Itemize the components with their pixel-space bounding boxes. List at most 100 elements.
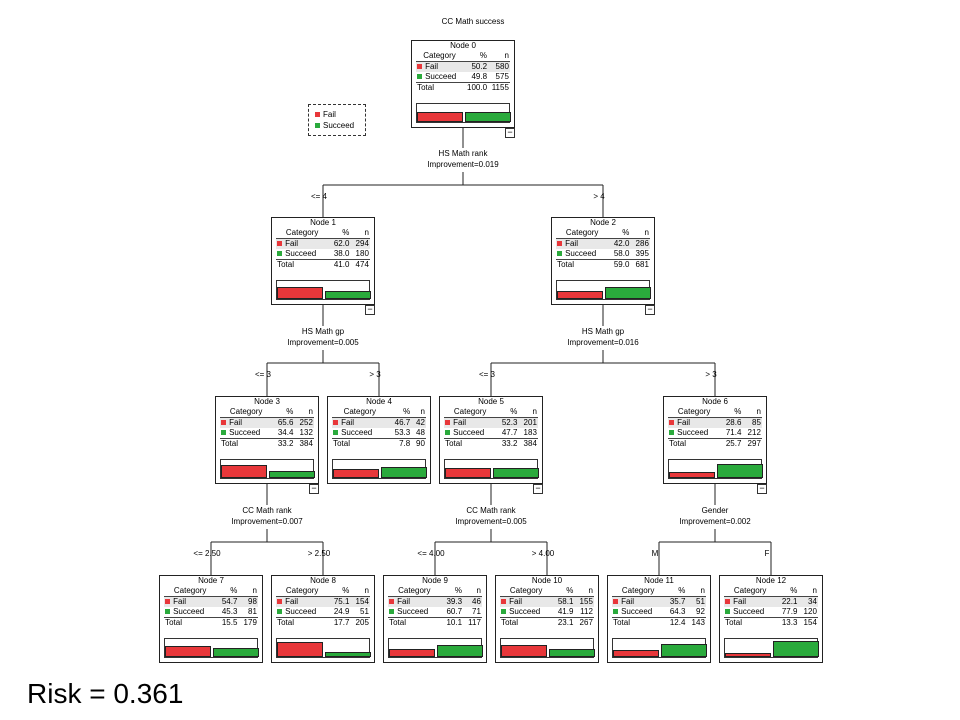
succeed-bar xyxy=(269,471,315,478)
fail-bar xyxy=(613,650,659,657)
fail-label: Fail xyxy=(677,418,690,427)
total-pct: 33.2 xyxy=(277,439,294,448)
total-pct: 13.3 xyxy=(781,618,798,627)
succeed-label: Succeed xyxy=(565,249,597,258)
fail-pct: 62.0 xyxy=(328,238,351,249)
succeed-n: 112 xyxy=(574,607,594,618)
node-label: Node 1 xyxy=(310,218,336,227)
node-label: Node 8 xyxy=(310,576,336,585)
succeed-bar xyxy=(381,467,427,478)
succeed-bar xyxy=(437,645,483,657)
node-label: Node 11 xyxy=(644,576,674,585)
fail-label: Fail xyxy=(509,597,522,606)
pct-header: % xyxy=(328,228,351,239)
fail-bar xyxy=(165,646,211,657)
succeed-bar xyxy=(325,291,371,299)
fail-label: Fail xyxy=(229,418,242,427)
succeed-label: Succeed xyxy=(285,607,317,616)
succeed-label: Succeed xyxy=(341,428,373,437)
succeed-pct: 49.8 xyxy=(462,72,489,83)
collapse-toggle-icon[interactable]: − xyxy=(645,305,655,315)
succeed-swatch-icon xyxy=(333,430,339,436)
n-header: n xyxy=(238,586,258,597)
n-header: n xyxy=(411,407,426,418)
node-label: Node 6 xyxy=(702,397,728,406)
fail-pct: 46.7 xyxy=(387,417,412,428)
fail-pct: 42.0 xyxy=(608,238,631,249)
succeed-n: 81 xyxy=(238,607,258,618)
node-bar-chart xyxy=(612,638,707,658)
fail-swatch-icon xyxy=(333,420,339,426)
fail-swatch-icon xyxy=(501,599,507,605)
branch-label: > 4.00 xyxy=(531,549,555,558)
split-improvement: Improvement=0.019 xyxy=(427,160,499,169)
collapse-toggle-icon[interactable]: − xyxy=(365,305,375,315)
fail-swatch-icon xyxy=(277,599,283,605)
total-label: Total xyxy=(277,618,294,627)
total-label: Total xyxy=(333,439,350,448)
branch-label: M xyxy=(651,549,659,558)
collapse-toggle-icon[interactable]: − xyxy=(505,128,515,138)
total-pct: 10.1 xyxy=(446,618,463,627)
succeed-label: Succeed xyxy=(509,607,541,616)
total-n: 474 xyxy=(355,260,369,269)
branch-label: > 4 xyxy=(593,192,605,201)
succeed-pct: 60.7 xyxy=(440,607,464,618)
fail-swatch-icon xyxy=(165,599,171,605)
total-label: Total xyxy=(417,83,434,92)
fail-pct: 54.7 xyxy=(216,596,239,607)
succeed-n: 120 xyxy=(798,607,818,618)
fail-swatch-icon xyxy=(613,599,619,605)
collapse-toggle-icon[interactable]: − xyxy=(309,484,319,494)
fail-swatch-icon xyxy=(277,241,283,247)
total-label: Total xyxy=(669,439,686,448)
succeed-swatch-icon xyxy=(315,123,320,129)
succeed-n: 183 xyxy=(518,428,538,439)
fail-pct: 52.3 xyxy=(496,417,519,428)
succeed-swatch-icon xyxy=(165,609,171,615)
node-bar-chart xyxy=(332,459,427,479)
node-bar-chart xyxy=(276,280,371,300)
succeed-pct: 47.7 xyxy=(496,428,519,439)
collapse-toggle-icon[interactable]: − xyxy=(757,484,767,494)
branch-label: <= 3 xyxy=(254,370,272,379)
succeed-n: 92 xyxy=(686,607,706,618)
total-n: 384 xyxy=(523,439,537,448)
collapse-toggle-icon[interactable]: − xyxy=(533,484,543,494)
n-header: n xyxy=(350,586,370,597)
fail-label: Fail xyxy=(285,239,298,248)
total-label: Total xyxy=(613,618,630,627)
fail-bar xyxy=(417,112,463,122)
